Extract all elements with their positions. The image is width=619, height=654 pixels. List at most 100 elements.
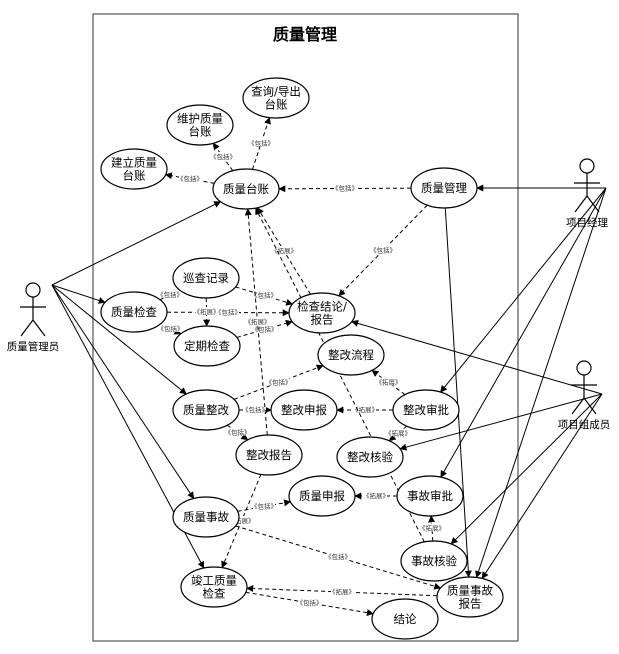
relation-label-bg <box>159 290 181 298</box>
relation-label: 《包括》 <box>242 405 268 414</box>
actor-leg-left <box>571 397 585 415</box>
relation-label: 《包括》 <box>325 552 351 561</box>
relation-label-bg <box>372 245 394 254</box>
relation-label-bg <box>253 324 276 333</box>
use-case-c11[interactable]: 质量整改 <box>172 389 240 431</box>
association-tm-c15 <box>399 393 603 451</box>
use-case-c8[interactable]: 检查结论/报告 <box>288 292 356 334</box>
use-case-label: 定期检查 <box>184 339 230 353</box>
use-case-c7[interactable]: 质量检查 <box>100 291 168 333</box>
use-case-ellipse <box>336 436 404 478</box>
actor-tm[interactable]: 项目组成员 <box>558 360 611 431</box>
use-case-c14[interactable]: 整改报告 <box>235 434 303 476</box>
use-case-c9[interactable]: 定期检查 <box>173 325 241 367</box>
relation-label: 《拓展》 <box>419 524 445 533</box>
relation-label: 《包括》 <box>251 291 277 300</box>
actor-leg-right <box>586 195 600 213</box>
use-case-c18[interactable]: 质量事故 <box>172 496 240 538</box>
relation-label-bg <box>387 428 409 437</box>
use-case-label: 检查 <box>203 587 226 601</box>
actor-label: 质量管理员 <box>7 340 60 353</box>
relation-label-bg <box>217 307 239 316</box>
relation-label-bg <box>334 183 356 192</box>
use-case-c17[interactable]: 事故审批 <box>396 475 464 517</box>
relation-label-bg <box>230 516 253 524</box>
use-case-c10[interactable]: 整改流程 <box>317 334 385 376</box>
relation-c7-c8 <box>166 309 290 317</box>
use-case-c13[interactable]: 整改审批 <box>392 389 460 431</box>
use-case-label: 台账 <box>265 98 288 112</box>
use-case-c22[interactable]: 结论 <box>371 598 439 640</box>
use-case-ellipse <box>173 325 241 367</box>
relation-label-bg <box>421 523 443 532</box>
use-case-c12[interactable]: 整改申报 <box>270 389 338 431</box>
use-case-ellipse <box>100 291 168 333</box>
use-case-ellipse <box>212 168 280 210</box>
use-case-c6[interactable]: 巡查记录 <box>172 257 240 299</box>
use-case-label: 查询/导出 <box>251 85 301 99</box>
relation-label: 《包括》 <box>177 174 203 183</box>
use-case-ellipse <box>172 257 240 299</box>
relation-label-bg <box>244 405 266 413</box>
relation-label: 《包括》 <box>266 378 292 387</box>
association-c5-c21 <box>444 207 472 578</box>
use-case-ellipse <box>392 389 460 431</box>
use-case-c4[interactable]: 质量台账 <box>212 168 280 210</box>
relation-label: 《包括》 <box>225 428 251 437</box>
relation-label: 《拓展》 <box>245 317 271 326</box>
association-pm-c21 <box>475 187 607 579</box>
relation-label: 《包括》 <box>252 325 278 334</box>
actor-qm[interactable]: 质量管理员 <box>7 282 60 353</box>
relation-label-bg <box>179 174 201 182</box>
use-case-label: 结论 <box>394 612 417 626</box>
association-tm-c21 <box>481 393 603 579</box>
actor-leg-right <box>583 397 597 415</box>
use-case-label: 报告 <box>311 313 334 327</box>
relation-c4-c2 <box>251 116 271 170</box>
use-case-label: 质量申报 <box>299 489 345 503</box>
relation-label-bg <box>298 598 321 606</box>
use-case-label: 质量事故 <box>447 584 493 598</box>
relation-label-bg <box>365 491 387 499</box>
relation-label: 《拓展》 <box>376 378 402 387</box>
association-qm-c11 <box>51 284 187 395</box>
use-case-label: 质量整改 <box>183 403 229 417</box>
relation-label: 《包括》 <box>297 598 323 607</box>
association-tm-c19 <box>450 393 603 545</box>
association-pm-c13 <box>440 187 607 393</box>
use-case-label: 巡查记录 <box>183 271 229 285</box>
use-case-ellipse <box>235 434 303 476</box>
relation-label: 《拓展》 <box>229 516 255 525</box>
use-case-c5[interactable]: 质量管理 <box>410 167 478 209</box>
diagram-title: 质量管理 <box>273 25 337 44</box>
use-case-label: 事故核验 <box>411 554 457 568</box>
relation-c21-c20 <box>246 585 438 597</box>
relation-c7-c6 <box>159 289 181 301</box>
relation-label-bg <box>226 427 249 436</box>
use-case-ellipse <box>270 389 338 431</box>
actor-label: 项目组成员 <box>558 418 611 431</box>
use-case-c15[interactable]: 整改核验 <box>336 436 404 478</box>
use-case-ellipse <box>410 167 478 209</box>
use-case-ellipse <box>180 566 248 608</box>
relation-label: 《包括》 <box>158 324 184 333</box>
use-case-ellipse <box>400 540 468 582</box>
use-case-c16[interactable]: 质量申报 <box>288 475 356 517</box>
relation-label-bg <box>354 405 376 413</box>
actor-pm[interactable]: 项目经理 <box>566 158 608 229</box>
use-case-c19[interactable]: 事故核验 <box>400 540 468 582</box>
use-case-ellipse <box>317 334 385 376</box>
use-case-ellipse <box>288 475 356 517</box>
use-case-label: 整改审批 <box>403 403 449 417</box>
use-case-label: 质量台账 <box>223 182 269 196</box>
actor-leg-left <box>20 319 34 337</box>
association-qm-c4 <box>51 201 222 286</box>
use-case-label: 整改报告 <box>246 448 292 462</box>
actor-head <box>576 360 592 376</box>
